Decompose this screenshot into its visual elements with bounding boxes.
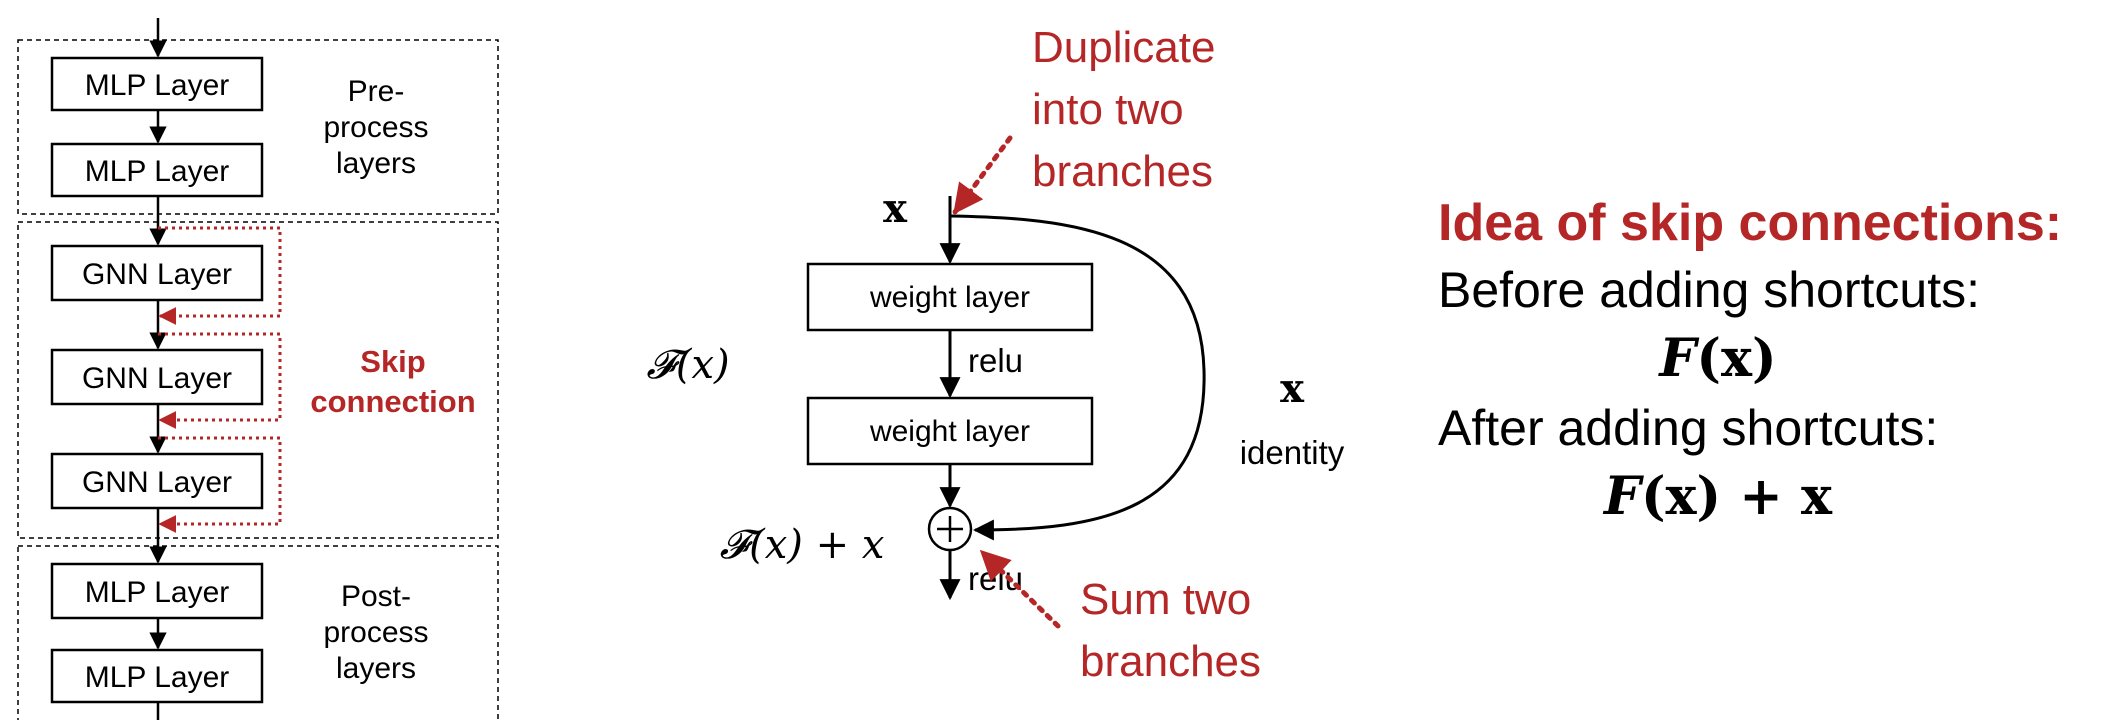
layer-label: GNN Layer <box>82 466 232 499</box>
layer-label: MLP Layer <box>85 661 230 694</box>
layer-label: GNN Layer <box>82 258 232 291</box>
relu-label: relu <box>968 342 1023 379</box>
layer-stack: MLP Layer MLP Layer GNN Layer GNN Layer … <box>17 18 499 720</box>
sum-pointer <box>979 549 1061 629</box>
weight-layer-label: weight layer <box>869 415 1030 448</box>
formula-f: F <box>1659 328 1697 389</box>
idea-text-block: Idea of skip connections: Before adding … <box>1438 190 2128 532</box>
identity-label: identity <box>1240 434 1345 471</box>
weight-layer-box: weight layer <box>806 396 1094 466</box>
formula-before: F(x) <box>1438 324 1998 394</box>
identity-shortcut <box>949 214 1206 541</box>
layer-label: MLP Layer <box>85 576 230 609</box>
postprocess-label-line: process <box>323 616 428 649</box>
weight-layer-label: weight layer <box>869 281 1030 314</box>
duplicate-annotation-line: Duplicate <box>1032 23 1215 72</box>
before-shortcuts-text: Before adding shortcuts: <box>1438 262 1980 318</box>
preprocess-label-line: process <box>323 111 428 144</box>
layer-label: GNN Layer <box>82 362 232 395</box>
input-x-label: x <box>883 185 908 232</box>
formula-rest: (x) <box>1696 328 1777 389</box>
residual-block: x weight layer weight layer relu relu x … <box>646 23 1344 686</box>
mlp-layer-box: MLP Layer <box>50 56 264 112</box>
sum-node <box>927 506 973 552</box>
formula-rest: (x) + x <box>1640 466 1832 527</box>
layer-label: MLP Layer <box>85 155 230 188</box>
gnn-layer-box: GNN Layer <box>50 452 264 510</box>
postprocess-label-line: Post- <box>341 580 411 613</box>
preprocess-label-line: Pre- <box>348 75 405 108</box>
mlp-layer-box: MLP Layer <box>50 562 264 620</box>
sum-annotation-line: Sum two <box>1080 575 1251 624</box>
after-shortcuts-text: After adding shortcuts: <box>1438 400 1939 456</box>
idea-title: Idea of skip connections: <box>1438 194 2063 252</box>
skip-connection-label-line: connection <box>310 384 475 419</box>
duplicate-annotation-line: branches <box>1032 147 1213 196</box>
postprocess-group-frame <box>17 545 499 720</box>
skip-connection-3 <box>158 436 282 533</box>
f-x-label: 𝓕(x) <box>646 342 729 388</box>
formula-after: F(x) + x <box>1438 462 1998 532</box>
mlp-layer-box: MLP Layer <box>50 648 264 704</box>
weight-layer-box: weight layer <box>806 262 1094 332</box>
skip-connection-label-line: Skip <box>360 344 425 379</box>
layer-label: MLP Layer <box>85 69 230 102</box>
preprocess-label-line: layers <box>336 147 416 180</box>
sum-annotation-line: branches <box>1080 637 1261 686</box>
mlp-layer-box: MLP Layer <box>50 142 264 198</box>
preprocess-group-frame <box>17 39 499 215</box>
skip-connection-2 <box>158 332 282 429</box>
duplicate-pointer <box>952 135 1013 215</box>
skip-group-frame <box>17 221 499 539</box>
formula-f: F <box>1604 466 1641 527</box>
gnn-layer-box: GNN Layer <box>50 348 264 406</box>
duplicate-annotation-line: into two <box>1032 85 1184 134</box>
gnn-layer-box: GNN Layer <box>50 244 264 302</box>
postprocess-label-line: layers <box>336 652 416 685</box>
f-x-plus-x-label: 𝓕(x) + x <box>720 522 885 568</box>
identity-x-label: x <box>1280 365 1305 412</box>
